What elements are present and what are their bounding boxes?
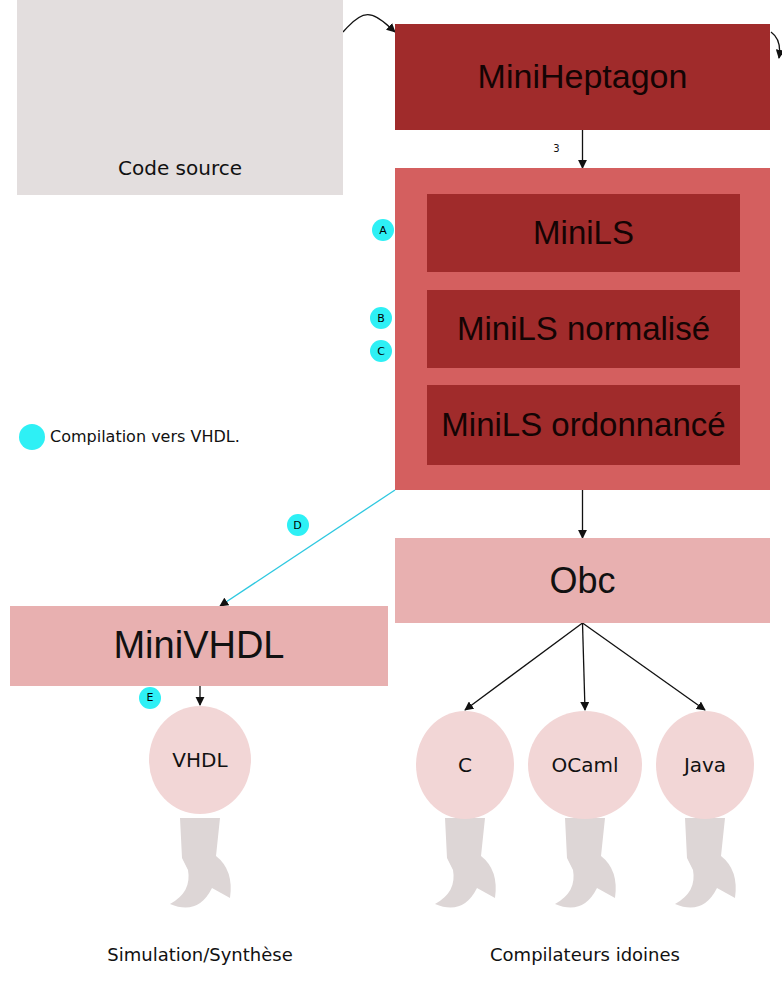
- node-label: MiniLS ordonnancé: [441, 407, 725, 443]
- node-text-holder: Java: [655, 710, 755, 820]
- circle-shape: [149, 706, 251, 814]
- flow-arrow: [583, 623, 706, 710]
- callout-letter: A: [372, 219, 394, 241]
- node-text-holder: MiniHeptagon: [395, 24, 770, 130]
- flow-arrow: [582, 490, 583, 538]
- output-caption: Simulation/Synthèse: [50, 944, 350, 965]
- circle-shape: [528, 711, 642, 819]
- legend-swatch: [19, 424, 45, 450]
- callout-letter: D: [287, 514, 309, 536]
- node-text-holder: OCaml: [527, 710, 643, 820]
- callout-letter: C: [370, 340, 392, 362]
- target-circle: VHDL: [148, 705, 252, 815]
- output-figure: [675, 818, 736, 908]
- output-figure: [170, 818, 231, 908]
- process-box: MiniHeptagon: [395, 24, 770, 130]
- node-text-holder: MiniVHDL: [10, 606, 388, 686]
- node-label: MiniLS: [533, 215, 634, 251]
- node-label: Java: [684, 754, 726, 776]
- node-label: C: [458, 754, 472, 776]
- process-box: MiniLS: [427, 194, 740, 272]
- process-box: MiniLS normalisé: [427, 290, 740, 368]
- node-label: MiniHeptagon: [478, 58, 688, 95]
- node-label: Code source: [118, 157, 242, 179]
- flow-arrow: [220, 490, 395, 606]
- flow-arrow: [199, 686, 200, 705]
- circle-shape: [416, 711, 514, 819]
- node-label: VHDL: [172, 749, 227, 771]
- process-box: MiniVHDL: [10, 606, 388, 686]
- callout-letter: B: [370, 307, 392, 329]
- flow-arrow: [465, 623, 583, 710]
- legend-text: Compilation vers VHDL.: [50, 428, 240, 446]
- process-box: Obc: [395, 538, 770, 623]
- node-text-holder: C: [415, 710, 515, 820]
- output-figure: [435, 818, 496, 908]
- node-text-holder: MiniLS: [427, 194, 740, 272]
- legend-entry: Compilation vers VHDL.: [19, 424, 240, 450]
- output-caption: Compilateurs idoines: [435, 944, 735, 965]
- target-circle: Java: [655, 710, 755, 820]
- source-panel: Code source: [17, 0, 343, 195]
- node-text-holder: Obc: [395, 538, 770, 623]
- node-text-holder: VHDL: [148, 705, 252, 815]
- group-box: MiniLS MiniLS normaliséMiniLS ordonnancé: [395, 168, 770, 490]
- flow-arrow: [583, 623, 586, 710]
- node-label: OCaml: [551, 754, 618, 776]
- target-circle: OCaml: [527, 710, 643, 820]
- flow-arrow: [343, 15, 395, 32]
- flow-arrow: [582, 130, 583, 168]
- node-text-holder: Code source: [17, 0, 343, 195]
- step-number: 3: [546, 138, 568, 160]
- output-figure: [555, 818, 616, 908]
- node-label: MiniLS normalisé: [457, 311, 710, 347]
- node-text-holder: MiniLS ordonnancé: [427, 385, 740, 465]
- node-label: Obc: [549, 561, 615, 601]
- node-text-holder: MiniLS normalisé: [427, 290, 740, 368]
- process-box: MiniLS ordonnancé: [427, 385, 740, 465]
- target-circle: C: [415, 710, 515, 820]
- callout-letter: E: [139, 687, 161, 709]
- circle-shape: [656, 711, 754, 819]
- loop-arrow: [771, 32, 780, 58]
- node-label: MiniVHDL: [113, 625, 284, 667]
- output-figures: [170, 818, 736, 908]
